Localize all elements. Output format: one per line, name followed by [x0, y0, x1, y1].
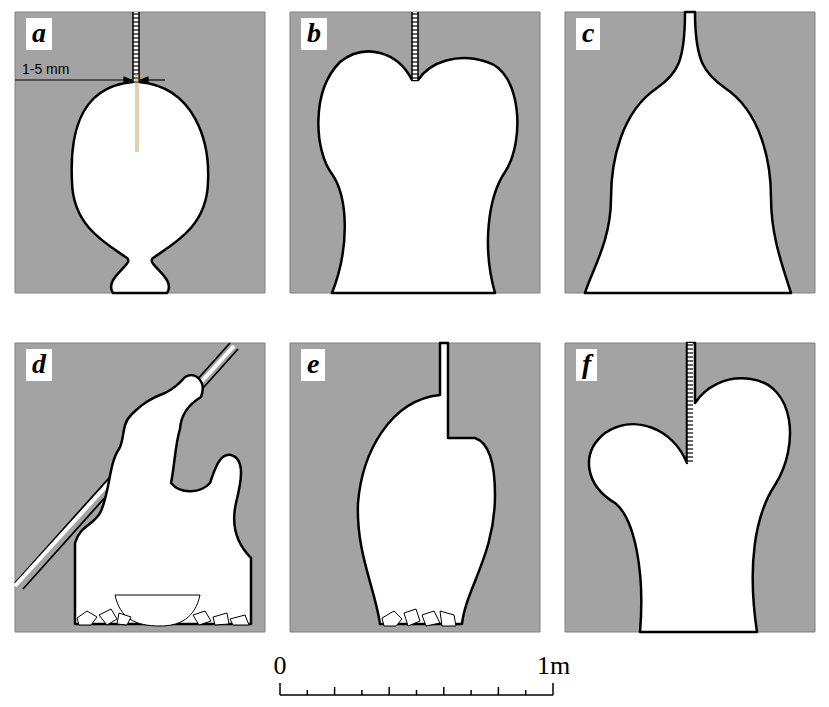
section-e	[290, 343, 540, 632]
scale-label: 0	[274, 652, 287, 680]
scale-tick	[279, 683, 281, 695]
scale-tick	[334, 687, 336, 695]
scale-tick	[525, 690, 527, 695]
dimension-label: 1-5 mm	[22, 61, 69, 77]
scale-tick	[498, 687, 500, 695]
scale-tick	[470, 690, 472, 695]
scale-bar	[280, 683, 553, 695]
section-d	[15, 343, 265, 632]
scale-tick	[443, 687, 445, 695]
panel-letter: f	[576, 349, 597, 381]
section-f	[565, 343, 815, 632]
section-b	[290, 12, 540, 293]
scale-tick	[388, 687, 390, 695]
section-c	[565, 12, 815, 293]
panel-letter: a	[26, 18, 52, 50]
scale-label: 1m	[537, 652, 570, 680]
scale-tick	[361, 690, 363, 695]
panel-letter: d	[26, 349, 52, 381]
scale-tick	[307, 690, 309, 695]
scale-tick	[416, 690, 418, 695]
panel-letter: b	[301, 18, 327, 50]
scale-tick	[552, 683, 554, 695]
panel-letter: e	[301, 349, 325, 381]
panel-letter: c	[576, 18, 600, 50]
section-a	[15, 12, 265, 293]
